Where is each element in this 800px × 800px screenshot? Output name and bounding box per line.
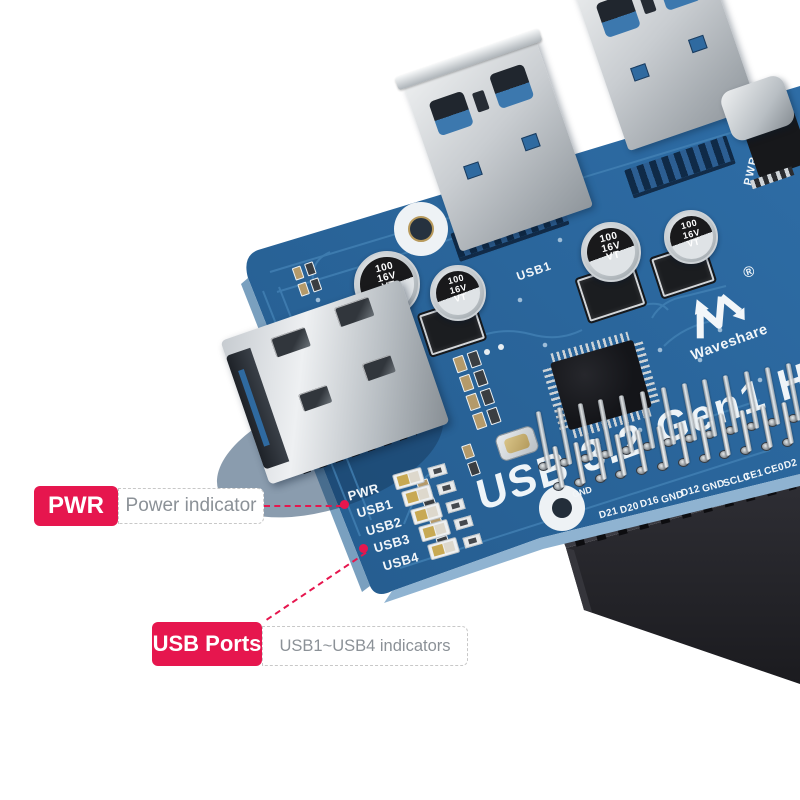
led-resistor bbox=[453, 514, 474, 531]
led-resistor bbox=[444, 497, 466, 513]
led-resistor bbox=[462, 532, 483, 548]
callout-usbports-description: USB1~USB4 indicators bbox=[262, 626, 468, 666]
callout-pwr-tag: PWR bbox=[34, 486, 118, 526]
led-resistor bbox=[427, 462, 448, 479]
callout-pwr-line bbox=[264, 505, 342, 507]
waveshare-logo-icon bbox=[694, 293, 745, 339]
callout-pwr-dot bbox=[340, 500, 349, 509]
callout-pwr-description: Power indicator bbox=[118, 488, 264, 524]
mounting-hole bbox=[394, 202, 585, 531]
pcb-side-edge bbox=[384, 474, 800, 603]
led-resistor bbox=[436, 479, 457, 496]
callout-usbports-tag: USB Ports bbox=[152, 622, 262, 666]
callout-usbports-dot bbox=[359, 544, 368, 553]
waveshare-logo: ® Waveshare bbox=[665, 262, 779, 368]
